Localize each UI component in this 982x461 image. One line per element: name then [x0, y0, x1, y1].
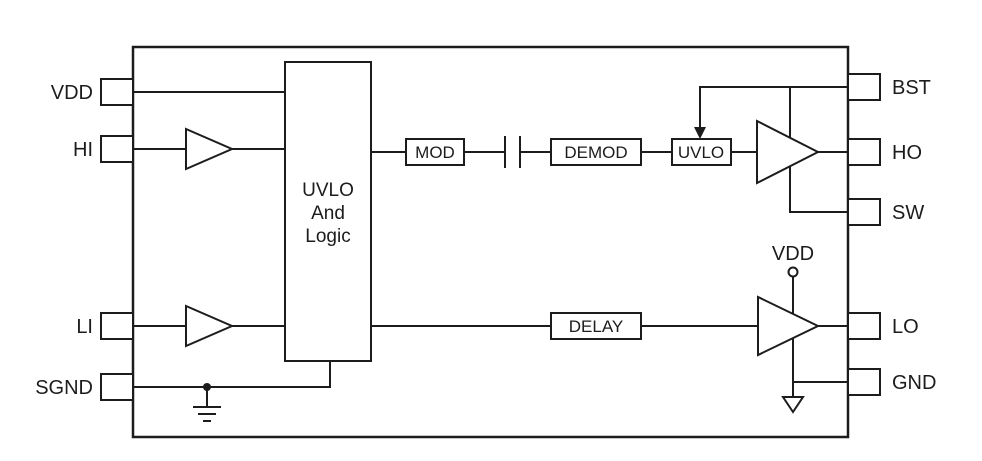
mod-label: MOD: [415, 143, 455, 162]
uvlo-logic-label-line1: UVLO: [302, 180, 354, 201]
wire-sgnd-to-logic: [134, 361, 331, 388]
lo-driver: [757, 295, 821, 357]
wire-bst: [699, 86, 848, 128]
pin-label-li: LI: [76, 316, 93, 338]
ho-driver: [756, 119, 821, 185]
delay-label: DELAY: [569, 317, 624, 336]
pin-label-ho: HO: [892, 142, 922, 164]
uvlo-logic-label-line3: Logic: [305, 226, 350, 247]
uvlo-logic-label-line2: And: [311, 203, 345, 224]
mod-block: [405, 138, 465, 166]
pin-box-li: [100, 312, 134, 340]
pin-box-sw: [847, 198, 881, 226]
pin-label-vdd: VDD: [51, 82, 93, 104]
uvlo-block: [671, 138, 732, 166]
pin-box-sgnd: [100, 373, 134, 401]
internal-vdd-terminal-icon: [787, 266, 799, 278]
ic-boundary: [131, 45, 850, 439]
earth-ground-icon: [193, 406, 221, 422]
pin-label-sgnd: SGND: [35, 377, 93, 399]
pin-label-bst: BST: [892, 77, 931, 99]
pin-label-gnd: GND: [892, 372, 936, 394]
pin-box-lo: [847, 312, 881, 340]
pin-label-lo: LO: [892, 316, 919, 338]
pin-label-sw: SW: [892, 202, 924, 224]
isolation-capacitor-icon: [504, 136, 521, 168]
wire-ho-driver-to-sw: [789, 166, 848, 213]
pin-box-gnd: [847, 368, 881, 396]
bst-uvlo-arrowhead-icon: [694, 127, 706, 139]
hi-input-buffer: [185, 127, 235, 171]
internal-vdd-label: VDD: [772, 243, 814, 265]
li-input-buffer: [185, 304, 235, 348]
delay-block: [550, 312, 642, 340]
pin-box-bst: [847, 73, 881, 101]
uvlo-logic-block: [284, 61, 372, 362]
uvlo-label: UVLO: [678, 143, 724, 162]
pin-box-vdd: [100, 78, 134, 106]
pin-box-hi: [100, 135, 134, 163]
demod-block: [550, 138, 642, 166]
pin-label-hi: HI: [73, 139, 93, 161]
signal-ground-icon: [781, 396, 805, 414]
demod-label: DEMOD: [564, 143, 627, 162]
pin-box-ho: [847, 138, 881, 166]
